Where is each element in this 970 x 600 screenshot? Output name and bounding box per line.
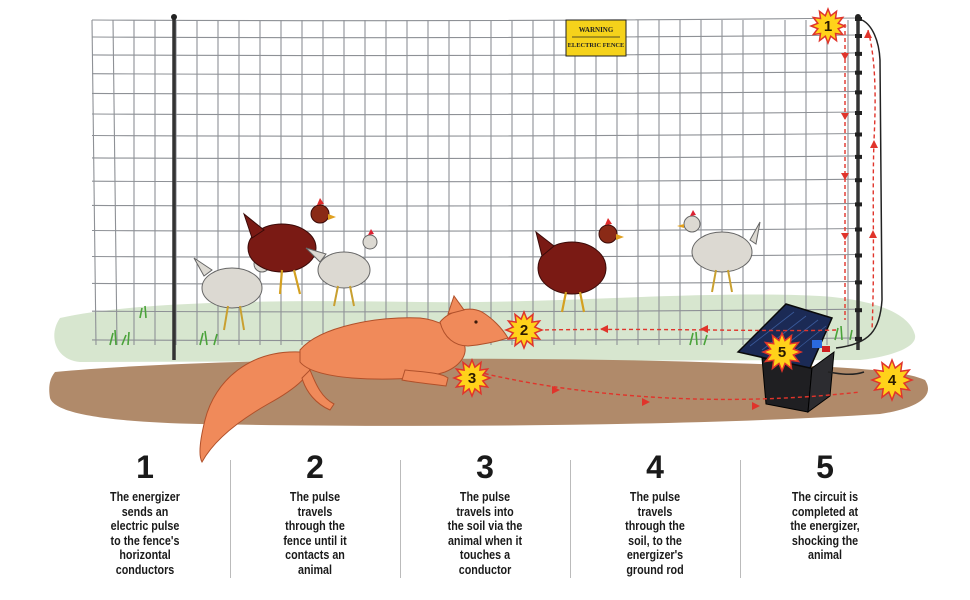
insulator xyxy=(855,90,862,95)
burst-5 xyxy=(760,330,804,374)
insulator xyxy=(855,51,862,56)
step-4-number: 4 xyxy=(646,449,664,485)
fence-horizontal-wire xyxy=(91,90,859,95)
chicken-red-left xyxy=(242,198,336,295)
fence-horizontal-wire xyxy=(91,71,859,75)
fence-horizontal-wire xyxy=(91,280,859,285)
energizer-lead-wire xyxy=(835,19,883,349)
chicken-red-right xyxy=(535,218,624,313)
chicken-white-center xyxy=(305,229,378,307)
fence-horizontal-wire xyxy=(91,178,859,183)
step-2-text: The pulse travels through the fence unti… xyxy=(283,490,347,577)
insulator xyxy=(855,111,862,115)
fence-horizontal-wire xyxy=(91,52,859,57)
fox-head xyxy=(439,308,509,347)
warning-sign: WARNING ELECTRIC FENCE xyxy=(565,19,627,57)
fence-vertical-wire xyxy=(91,19,97,346)
step-3: 3 The pulse travels into the soil via th… xyxy=(400,448,570,598)
fox-tail xyxy=(199,351,311,464)
pulse-path xyxy=(477,24,876,401)
step-2-number: 2 xyxy=(306,449,324,485)
step-5-number: 5 xyxy=(816,449,834,485)
warning-sign-line1: WARNING xyxy=(579,26,614,34)
insulator xyxy=(855,202,862,207)
burst-1 xyxy=(808,6,848,46)
step-5-text: The circuit is completed at the energize… xyxy=(790,490,860,562)
step-1: 1 The energizer sends an electric pulse … xyxy=(60,448,230,598)
step-5: 5 The circuit is completed at the energi… xyxy=(740,448,910,598)
insulator xyxy=(855,227,862,232)
insulator xyxy=(855,34,862,38)
warning-sign-line2: ELECTRIC FENCE xyxy=(568,42,625,49)
burst-2 xyxy=(503,309,545,351)
steps-legend: 1 The energizer sends an electric pulse … xyxy=(60,448,910,598)
fence-horizontal-wire xyxy=(91,227,859,232)
pulse-arrows xyxy=(552,30,878,410)
insulator xyxy=(855,17,862,21)
insulator xyxy=(855,336,862,341)
insulator xyxy=(855,154,862,159)
burst-3-label: 3 xyxy=(468,370,476,387)
post-insulators xyxy=(855,17,862,341)
fox xyxy=(199,294,509,464)
burst-5-label: 5 xyxy=(778,344,786,361)
burst-4 xyxy=(869,357,915,403)
burst-3 xyxy=(451,357,493,399)
chicken-white-right xyxy=(677,210,761,293)
insulator xyxy=(855,308,862,313)
fence-horizontal-wire xyxy=(91,155,859,160)
insulator xyxy=(855,253,862,258)
fence-vertical-wire xyxy=(112,19,118,346)
fox-hind-leg xyxy=(301,369,335,411)
fox-ear xyxy=(447,294,465,315)
fence-horizontal-wire xyxy=(91,111,859,116)
step-1-text: The energizer sends an electric pulse to… xyxy=(110,490,180,577)
insulator xyxy=(855,280,862,285)
step-4-text: The pulse travels through the soil, to t… xyxy=(625,490,685,577)
fox-front-leg xyxy=(401,369,449,387)
step-3-number: 3 xyxy=(476,449,494,485)
step-1-number: 1 xyxy=(136,449,154,485)
burst-1-label: 1 xyxy=(824,18,832,35)
insulator xyxy=(855,178,862,183)
ground-wire xyxy=(827,371,865,376)
insulator xyxy=(855,132,862,137)
burst-4-label: 4 xyxy=(888,372,897,389)
fence-horizontal-wire xyxy=(91,17,859,22)
bursts: 1 2 3 4 5 xyxy=(451,6,915,403)
fence-horizontal-wire xyxy=(91,202,859,207)
insulator xyxy=(855,70,862,75)
fence-horizontal-wire xyxy=(91,34,859,39)
step-2: 2 The pulse travels through the fence un… xyxy=(230,448,400,598)
step-3-text: The pulse travels into the soil via the … xyxy=(447,490,523,577)
burst-2-label: 2 xyxy=(520,322,528,339)
fox-body xyxy=(299,317,466,380)
step-4: 4 The pulse travels through the soil, to… xyxy=(570,448,740,598)
fence-horizontal-wire xyxy=(91,132,859,137)
left-post-cap xyxy=(171,14,177,20)
